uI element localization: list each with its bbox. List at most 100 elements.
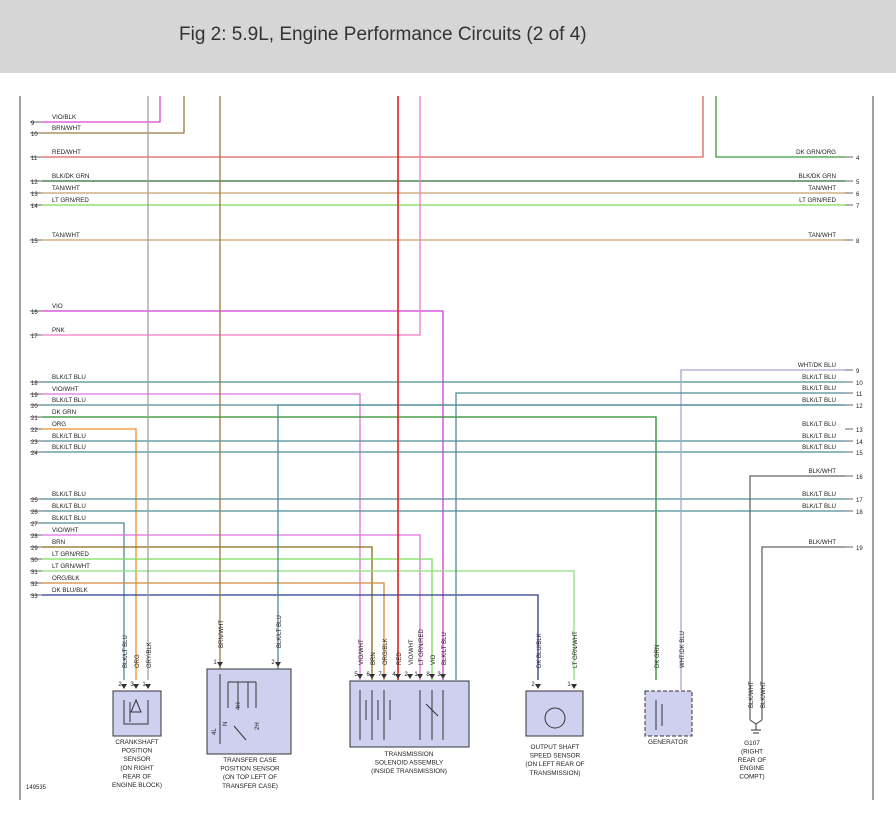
output-shaft-sensor-box [525, 690, 584, 737]
pin-terminal [440, 674, 446, 679]
component-wire-label: DK BLU/BLK [537, 633, 543, 668]
output-shaft-sensor-name: (ON LEFT REAR OF [525, 761, 584, 768]
component-wire-label: RED [397, 652, 403, 665]
wire-pin-number: 30 [31, 558, 38, 564]
wire-path [42, 96, 421, 336]
component-pin-number: 1 [213, 660, 217, 666]
wire-pin-number: 8 [856, 239, 860, 245]
ground-location-name: COMPT) [739, 774, 764, 781]
wire-color-label: BLK/LT BLU [802, 491, 836, 498]
wire-color-label: BLK/WHT [808, 539, 836, 546]
wire-color-label: BLK/LT BLU [52, 491, 86, 498]
pin-terminal [121, 684, 127, 689]
component-wire-label: VIO/WHT [409, 639, 415, 665]
component-pin-number: 4 [392, 672, 396, 678]
wire-color-label: RED/WHT [52, 149, 81, 156]
pin-terminal [217, 662, 223, 667]
pin-terminal [275, 662, 281, 667]
component-wire-label: GRY/BLK [147, 642, 153, 668]
pin-terminal [133, 684, 139, 689]
figure-title: Fig 2: 5.9L, Engine Performance Circuits… [179, 24, 587, 45]
wire-pin-number: 5 [856, 180, 860, 186]
wire-pin-number: 28 [31, 534, 38, 540]
figure-header: Fig 2: 5.9L, Engine Performance Circuits… [0, 0, 896, 73]
wire-pin-number: 26 [31, 510, 38, 516]
wire-pin-number: 25 [31, 498, 38, 504]
crankshaft-sensor-box [112, 690, 162, 737]
wire-pin-number: 9 [856, 369, 860, 375]
wire-color-label: BLK/LT BLU [52, 503, 86, 510]
pin-terminal [357, 674, 363, 679]
wire-path [42, 546, 373, 680]
wire-color-label: ORG/BLK [52, 575, 80, 582]
wire-color-label: BLK/DK GRN [52, 173, 89, 180]
wire-pin-number: 6 [856, 192, 860, 198]
wire-color-label: BLK/WHT [808, 468, 836, 475]
wire-color-label: TAN/WHT [52, 185, 80, 192]
wire-pin-number: 12 [856, 404, 863, 410]
transfer-case-internal-schematic [219, 674, 257, 744]
generator-internal-schematic [655, 700, 663, 730]
wire-path [749, 475, 845, 720]
wire-pin-number: 18 [856, 510, 863, 516]
crankshaft-sensor-name: SENSOR [124, 756, 151, 763]
wire-path [42, 416, 657, 680]
wire-color-label: BLK/LT BLU [802, 374, 836, 381]
wire-color-label: DK GRN/ORG [796, 149, 836, 156]
transmission-solenoid-box [349, 680, 470, 748]
wire-color-label: TAN/WHT [52, 232, 80, 239]
wire-color-label: BLK/LT BLU [802, 444, 836, 451]
pin-terminal [395, 674, 401, 679]
component-pin-number: 2 [271, 660, 275, 666]
component-wire-label: ORG/BLK [383, 638, 389, 665]
transfer-case-sensor-name: (ON TOP LEFT OF [223, 774, 277, 781]
wire-path [42, 96, 704, 158]
wire-color-label: VIO/BLK [52, 114, 77, 121]
component-wire-label: VIO [431, 654, 437, 665]
wire-pin-number: 14 [31, 204, 38, 210]
wire-color-label: BLK/LT BLU [52, 515, 86, 522]
ground-location-name: G107 [744, 740, 760, 747]
transfer-case-sensor-box [206, 668, 292, 755]
wire-path [42, 534, 421, 680]
pin-terminal [417, 674, 423, 679]
wire-color-label: BLK/LT BLU [52, 444, 86, 451]
wire-pin-number: 15 [856, 451, 863, 457]
wire-path [42, 393, 361, 680]
wire-pin-number: 23 [31, 440, 38, 446]
wire-color-label: BLK/LT BLU [52, 433, 86, 440]
wire-pin-number: 9 [31, 121, 35, 127]
wire-color-label: BLK/LT BLU [52, 397, 86, 404]
ground-icon [751, 724, 761, 734]
transfer-case-position-label: 4L [212, 728, 218, 735]
wire-color-label: DK BLU/BLK [52, 587, 89, 594]
wire-path [42, 96, 185, 134]
component-pin-number: 7 [378, 672, 382, 678]
transmission-solenoid-name: (INSIDE TRANSMISSION) [371, 768, 447, 775]
component-wire-label: VIO/WHT [359, 639, 365, 665]
component-wire-label: DK GRN [655, 645, 661, 668]
wire-color-label: VIO [52, 303, 63, 310]
diagram-id: 149535 [26, 785, 47, 791]
component-wire-label: BLK/LT BLU [123, 635, 129, 668]
wire-path [42, 428, 137, 680]
wire-pin-number: 29 [31, 546, 38, 552]
wire-pin-number: 20 [31, 404, 38, 410]
crankshaft-sensor-name: POSITION [122, 748, 153, 755]
wire-pin-number: 4 [856, 156, 860, 162]
wire-pin-number: 24 [31, 451, 38, 457]
wire-pin-number: 11 [856, 392, 863, 398]
component-pin-number: 1 [414, 672, 418, 678]
wire-pin-number: 11 [31, 156, 38, 162]
wire-color-label: BLK/LT BLU [52, 374, 86, 381]
wire-path [42, 96, 161, 123]
wire-pin-number: 15 [31, 239, 38, 245]
output-shaft-sensor-name: OUTPUT SHAFT [531, 744, 580, 751]
component-pin-number: 2 [531, 682, 535, 688]
output-shaft-sensor-name: TRANSMISSION) [530, 770, 581, 777]
wire-pin-number: 22 [31, 428, 38, 434]
wire-pin-number: 32 [31, 582, 38, 588]
wire-pin-number: 18 [31, 381, 38, 387]
wire-pin-number: 7 [856, 204, 860, 210]
transmission-internal-schematic [359, 690, 444, 740]
